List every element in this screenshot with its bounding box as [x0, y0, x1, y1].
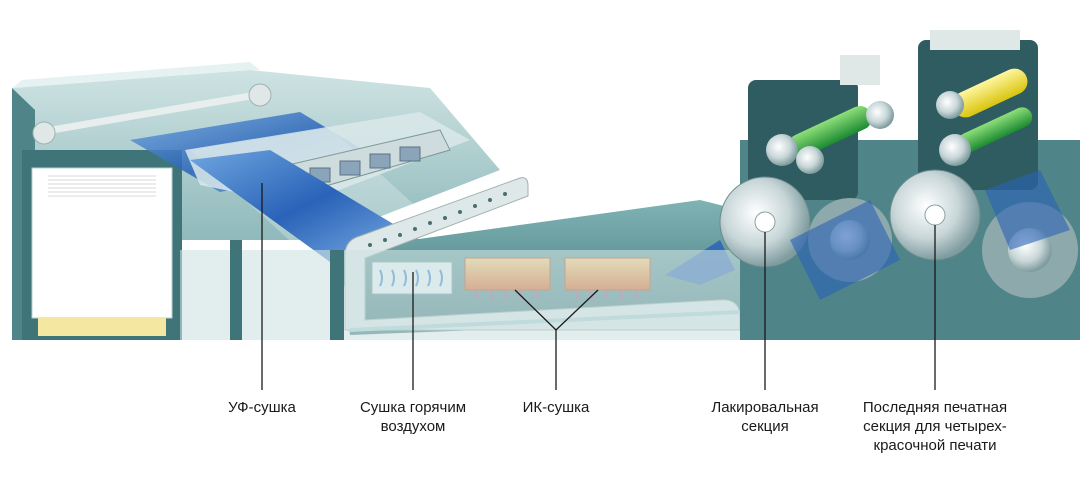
sprocket-right — [248, 83, 272, 107]
printed-sheet — [190, 150, 420, 262]
last-printing-unit — [889, 30, 1078, 298]
label-coating-unit: Лакировальная секция — [711, 399, 819, 435]
label-last-printing-unit: Последняя печатная секция для четырех- к… — [862, 399, 1008, 454]
leader-lines — [261, 183, 936, 390]
coating-unit — [719, 55, 900, 300]
paper-pile-base — [38, 318, 166, 336]
label-ir-dryer: ИК-сушка — [522, 399, 590, 416]
paper-pile — [48, 175, 156, 197]
sprocket-left — [32, 121, 56, 145]
label-hot-air-dryer: Сушка горячим воздухом — [359, 399, 467, 435]
label-uv-dryer: УФ-сушка — [228, 399, 296, 416]
